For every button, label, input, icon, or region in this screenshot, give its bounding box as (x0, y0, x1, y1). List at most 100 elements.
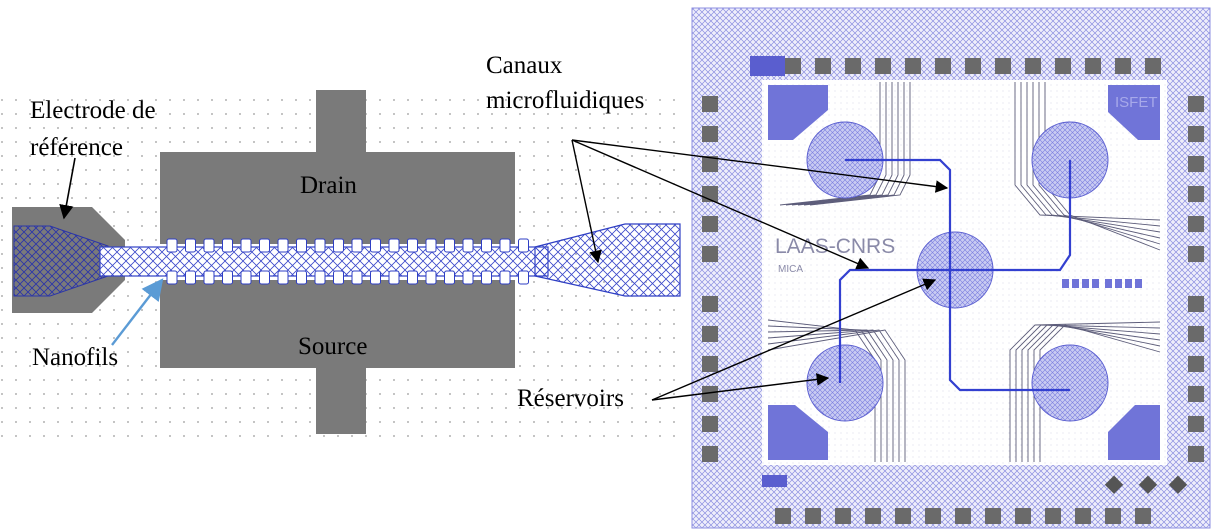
trace (1032, 82, 1161, 239)
bond-pad (702, 326, 718, 342)
bond-pad (1135, 508, 1151, 524)
microfluidic-channels (838, 158, 1072, 392)
corner-pad-br (1108, 405, 1160, 460)
source-label: Source (298, 333, 367, 360)
bond-pad (1188, 296, 1204, 312)
nanowire-gap (222, 270, 233, 285)
nanowire-gap (222, 238, 233, 253)
bond-pad (702, 446, 718, 462)
nanowire-gap (351, 270, 363, 285)
channels-label-line2: microfluidiques (486, 87, 644, 114)
reservoirs-label: Réservoirs (517, 385, 624, 412)
bond-pad (1105, 508, 1121, 524)
trace (767, 325, 882, 462)
trace (1015, 324, 1161, 462)
bond-pad (1188, 416, 1204, 432)
reservoirs (806, 121, 1109, 422)
drain-label: Drain (300, 172, 357, 199)
trace (767, 329, 888, 462)
nanowire-gap (333, 238, 344, 253)
chip-corner-label: ISFET (1115, 94, 1158, 111)
trace (779, 82, 881, 206)
trace (1033, 324, 1161, 462)
bond-pad (815, 58, 831, 74)
bond-pad (775, 508, 791, 524)
callouts: Canaux microfluidiques Réservoirs (486, 52, 949, 412)
bond-pad (1188, 156, 1204, 172)
nanowire-gap (203, 238, 215, 253)
electrode-label-line1: Electrode de (30, 97, 156, 124)
trace (1021, 324, 1161, 462)
nanowire-gap (259, 238, 270, 253)
diamond-marks (1104, 475, 1188, 494)
drain-electrode (160, 90, 515, 244)
bond-pad (875, 58, 891, 74)
nanowire-gap (166, 270, 178, 285)
nanowires-arrow (111, 278, 164, 346)
nanowire-gap (240, 270, 252, 285)
electrode-label-line2: référence (30, 134, 123, 161)
nanowire-gap (388, 270, 400, 285)
trace (767, 319, 876, 462)
bond-pad (1188, 96, 1204, 112)
bond-pad (1085, 58, 1101, 74)
nanowire-gap (277, 270, 289, 285)
trace (767, 329, 900, 462)
nanowire-gap (462, 270, 474, 285)
nanowire-gap (425, 270, 437, 285)
source-electrode (160, 280, 515, 434)
nanowire-gap (518, 270, 529, 285)
nanowire-dividers (166, 238, 529, 285)
bond-pad (955, 508, 971, 524)
bond-pad (835, 508, 851, 524)
nanowire-gap (185, 270, 196, 285)
nanowire-gap (499, 238, 511, 253)
trace (1020, 82, 1161, 227)
electrode-arrow (59, 157, 76, 220)
bond-pad (1188, 446, 1204, 462)
bond-pad (1188, 326, 1204, 342)
bond-pad (845, 58, 861, 74)
alignment-mark-bottom (762, 475, 787, 487)
nanowire-gap (407, 270, 418, 285)
bond-pad (1055, 58, 1071, 74)
bond-pad (702, 216, 718, 232)
nanowire-gap (370, 270, 381, 285)
nanowire-gap (462, 238, 474, 253)
trace (767, 329, 894, 462)
bond-pads (702, 58, 1204, 524)
bond-pad (702, 386, 718, 402)
trace (1027, 324, 1161, 462)
bond-pad (995, 58, 1011, 74)
trace (767, 329, 906, 462)
nanowire-gap (388, 238, 400, 253)
routing-traces (767, 82, 1161, 462)
chip-title: LAAS-CNRS (775, 235, 895, 258)
nanowire-gap (296, 270, 307, 285)
bond-pad (1188, 126, 1204, 142)
nanowire-gap (425, 238, 437, 253)
nanowire-gap (314, 238, 326, 253)
nanowire-gap (259, 270, 270, 285)
nanowire-gap (444, 270, 455, 285)
reservoir-bl (806, 344, 884, 422)
nanowire-gap (277, 238, 289, 253)
trace (1038, 82, 1161, 245)
nanowire-gap (499, 270, 511, 285)
bond-pad (702, 416, 718, 432)
reservoir-arrow-2 (651, 278, 937, 401)
bond-pad (965, 58, 981, 74)
nanowires-label: Nanofils (32, 344, 118, 371)
nanowire-gap (203, 270, 215, 285)
bond-pad (1045, 508, 1061, 524)
bond-pad (1188, 216, 1204, 232)
bond-pad (1075, 508, 1091, 524)
fet-layout: Electrode de référence Drain Source Nano… (0, 90, 681, 440)
channel-arrow-2 (571, 139, 870, 270)
trace (797, 82, 899, 206)
bond-pad (702, 296, 718, 312)
nanowire-gap (185, 238, 196, 253)
nanowire-gap (333, 270, 344, 285)
bond-pad (905, 58, 921, 74)
